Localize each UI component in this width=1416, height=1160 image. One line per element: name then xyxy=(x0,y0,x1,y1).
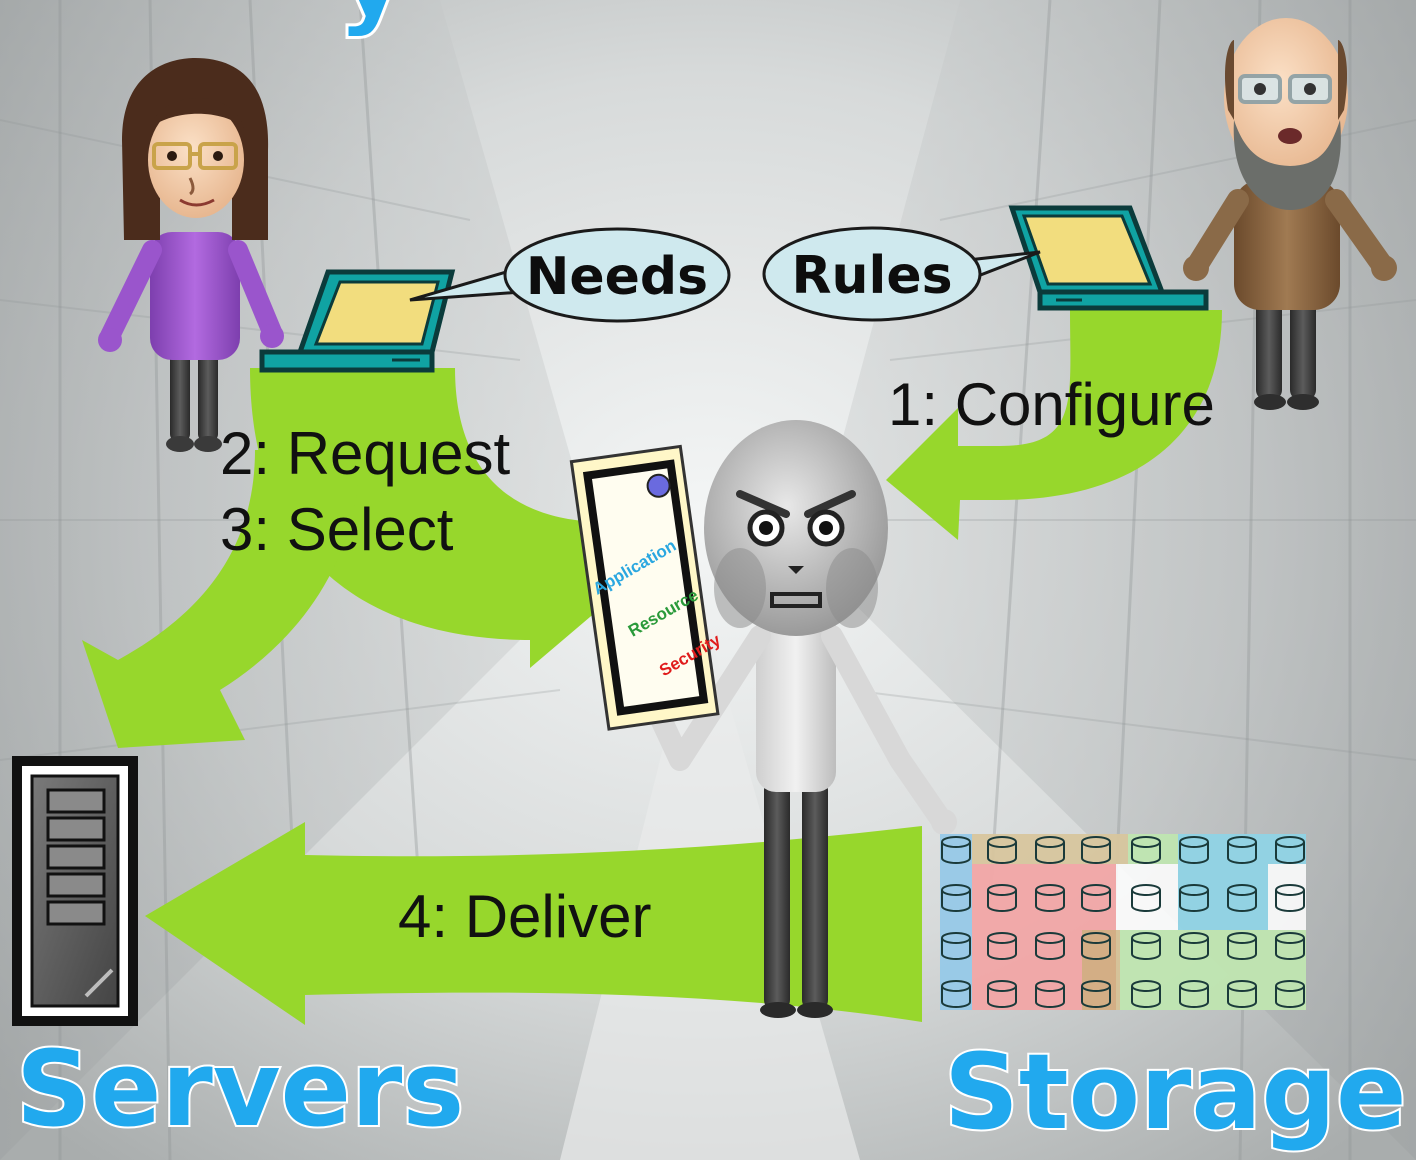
disk-icon xyxy=(1227,986,1257,1008)
arrows xyxy=(82,310,1222,1025)
admin-man-icon xyxy=(1183,18,1397,410)
disk-icon xyxy=(1227,980,1257,992)
disk-icon xyxy=(1131,890,1161,912)
disk-icon xyxy=(941,938,971,960)
arrow-select-servers xyxy=(82,450,360,748)
disk-icon xyxy=(987,884,1017,896)
disk-icon xyxy=(1035,980,1065,992)
disk-icon xyxy=(987,986,1017,1008)
disk-icon xyxy=(1227,890,1257,912)
disk-icon xyxy=(1081,836,1111,848)
disk-icon xyxy=(1179,980,1209,992)
disk-icon xyxy=(987,842,1017,864)
disk-icon xyxy=(1227,836,1257,848)
disk-icon xyxy=(1179,938,1209,960)
disk-icon xyxy=(987,932,1017,944)
title-fragment: y xyxy=(336,0,408,40)
disk-icon xyxy=(1227,884,1257,896)
disk-icon xyxy=(941,980,971,992)
disk-icon xyxy=(1179,890,1209,912)
disk-icon xyxy=(1035,836,1065,848)
disk-icon xyxy=(1081,938,1111,960)
disk-icon xyxy=(987,938,1017,960)
disk-icon xyxy=(1035,842,1065,864)
disk-icon xyxy=(941,986,971,1008)
user-woman-icon xyxy=(98,58,284,452)
disk-icon xyxy=(987,890,1017,912)
disk-icon xyxy=(1035,884,1065,896)
disk-icon xyxy=(1131,938,1161,960)
disk-icon xyxy=(1227,842,1257,864)
rules-bubble xyxy=(762,226,1041,322)
step-request: 2: Request xyxy=(220,420,511,487)
disk-icon xyxy=(1275,938,1305,960)
arrow-configure xyxy=(886,310,1222,540)
disk-icon xyxy=(1275,890,1305,912)
disk-icon xyxy=(1081,890,1111,912)
disk-icon xyxy=(1227,932,1257,944)
disk-icon xyxy=(1131,986,1161,1008)
disk-icon xyxy=(941,842,971,864)
step-configure: 1: Configure xyxy=(888,371,1215,438)
disk-icon xyxy=(1081,980,1111,992)
disk-icon xyxy=(1035,986,1065,1008)
disk-icon xyxy=(1179,884,1209,896)
policy-document-icon xyxy=(569,444,720,731)
disk-icon xyxy=(1179,842,1209,864)
needs-bubble xyxy=(409,227,731,323)
disk-icon xyxy=(1131,836,1161,848)
disk-icon xyxy=(1179,986,1209,1008)
server-rack-icon xyxy=(12,756,138,1026)
disk-icon xyxy=(941,890,971,912)
disk-icon xyxy=(941,884,971,896)
disk-icon xyxy=(1035,938,1065,960)
disk-icon xyxy=(1035,932,1065,944)
disk-icon xyxy=(941,836,971,848)
arrow-deliver xyxy=(145,822,922,1025)
servers-label: Servers xyxy=(16,1028,464,1150)
disk-icon xyxy=(1275,842,1305,864)
disk-icon xyxy=(987,980,1017,992)
storage-array-icon xyxy=(940,834,1306,1010)
disk-icon xyxy=(1131,980,1161,992)
disk-icon xyxy=(1179,836,1209,848)
disk-icon xyxy=(941,932,971,944)
disk-icon xyxy=(1275,986,1305,1008)
step-deliver: 4: Deliver xyxy=(398,883,651,950)
laptop-icon xyxy=(259,269,456,373)
needs-label: Needs xyxy=(526,247,708,307)
storage-label: Storage xyxy=(944,1031,1407,1153)
rules-label: Rules xyxy=(791,246,952,306)
disk-icon xyxy=(1227,938,1257,960)
disk-icon xyxy=(1035,890,1065,912)
disk-icon xyxy=(1131,842,1161,864)
disk-icon xyxy=(1131,932,1161,944)
disk-icon xyxy=(1081,884,1111,896)
disk-icon xyxy=(987,836,1017,848)
disk-icon xyxy=(1275,884,1305,896)
disk-icon xyxy=(1275,836,1305,848)
disk-icon xyxy=(1131,884,1161,896)
disk-icon xyxy=(1275,932,1305,944)
arrow-request-select xyxy=(250,368,610,668)
disk-icon xyxy=(1081,842,1111,864)
step-select: 3: Select xyxy=(220,496,454,563)
disk-icon xyxy=(1081,932,1111,944)
disk-icon xyxy=(1179,932,1209,944)
disk-icon xyxy=(1275,980,1305,992)
disk-icon xyxy=(1081,986,1111,1008)
laptop-icon xyxy=(1008,205,1209,311)
